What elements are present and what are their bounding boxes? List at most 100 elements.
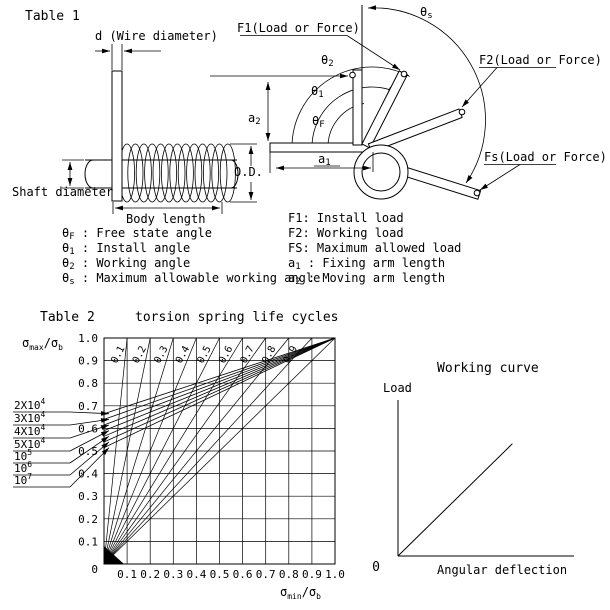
x-tick-label: 0.1 (117, 568, 137, 581)
cycle-count-label: 4X104 (14, 423, 46, 438)
x-tick-label: 0.3 (163, 568, 183, 581)
fs-leader (479, 164, 521, 191)
origin-wedge (104, 546, 124, 564)
a1-dimension (269, 152, 374, 173)
life-cycle-line (103, 337, 336, 420)
wire-diameter-dimension (95, 44, 161, 70)
ratio-line (103, 337, 290, 565)
legend-install-angle: θ1 : Install angle (62, 241, 190, 257)
y-tick-label: 0.1 (78, 535, 98, 548)
spring-coil (119, 143, 236, 203)
a1-label: a1 (318, 152, 331, 168)
thetaS-label: θs (420, 5, 433, 21)
table1-diagram: Table 1 d (Wire diameter) (12, 5, 607, 226)
ratio-line (103, 337, 128, 565)
x-tick-label: 0.9 (302, 568, 322, 581)
od-label: O.D. (234, 165, 263, 179)
legend-f1: F1: Install load (288, 211, 404, 225)
ratio-line (103, 337, 313, 565)
life-cycle-line (103, 337, 336, 443)
y-tick-label: 0.2 (78, 513, 98, 526)
life-cycle-line (103, 337, 336, 448)
life-cycle-line (103, 337, 336, 432)
x-tick-label: 0.5 (210, 568, 230, 581)
legend-working-angle: θ2 : Working angle (62, 256, 190, 272)
x-tick-label: 0.2 (140, 568, 160, 581)
y-tick-label: 0.3 (78, 490, 98, 503)
fs-label: Fs(Load or Force) (484, 150, 607, 164)
cycle-count-label: 5X104 (14, 436, 46, 451)
cycle-label-leader (69, 410, 110, 416)
thetaF-label: θF (312, 114, 325, 130)
working-curve-title: Working curve (437, 361, 539, 376)
ratio-line-label: 0.8 (260, 344, 278, 365)
cycle-count-label: 2X104 (14, 397, 46, 412)
life-cycle-chart: Table 2 torsion spring life cycles σmax/… (13, 310, 345, 601)
ratio-line (103, 337, 151, 565)
shaft-diameter-dimension (62, 159, 84, 189)
angle-arcs (291, 5, 486, 184)
ratio-line (103, 337, 220, 565)
diagonal-line (103, 337, 336, 565)
a2-dimension (210, 73, 348, 141)
x-axis-label: σmin/σb (280, 585, 321, 601)
od-dimension (230, 143, 257, 203)
cycle-count-label: 107 (14, 472, 32, 487)
cycle-label-leader (69, 447, 110, 488)
shaft (84, 159, 239, 189)
table1-title: Table 1 (25, 9, 80, 24)
cycle-count-label: 106 (14, 460, 32, 475)
legend-a2: a2 : Moving arm length (288, 271, 445, 287)
x-tick-label: 0.4 (186, 568, 206, 581)
y-tick-label: 0.6 (78, 422, 98, 435)
f2-attach-point (458, 108, 466, 116)
y-tick-label: 0.5 (78, 445, 98, 458)
ratio-line-label: 0.7 (239, 344, 257, 365)
y-tick-label: 0.8 (78, 377, 98, 390)
cycle-label-leader (69, 424, 110, 439)
x-tick-label: 0.6 (233, 568, 253, 581)
y-tick-label: 0.7 (78, 400, 98, 413)
theta2-label: θ2 (321, 53, 334, 69)
chart-title: torsion spring life cycles (135, 310, 339, 325)
x-tick-label: 0.7 (256, 568, 276, 581)
load-axis-label: Load (383, 381, 412, 395)
body-length-label: Body length (126, 212, 205, 226)
f2-label: F2(Load or Force) (479, 53, 602, 67)
life-cycle-line (103, 337, 336, 426)
working-curve-line-group (397, 443, 513, 557)
working-curve-line (397, 443, 513, 557)
spring-wire-leg (111, 70, 123, 202)
deflection-axis-label: Angular deflection (437, 563, 567, 577)
ratio-line-label: 0.2 (131, 344, 149, 365)
cycle-count-label: 105 (14, 448, 32, 463)
legend-max-angle: θs : Maximum allowable working angle (62, 271, 320, 287)
y-tick-label: 0.9 (78, 355, 98, 368)
body-length-dimension (112, 202, 223, 214)
ratio-line (103, 337, 197, 565)
chart-plot-area: 0.10.20.30.40.50.60.70.80.90.10.20.30.40… (13, 332, 345, 581)
life-cycle-line (103, 337, 336, 415)
x-tick-label: 1.0 (325, 568, 345, 581)
ratio-line (103, 337, 266, 565)
a2-attach-point (349, 71, 356, 79)
cycle-label-leader (69, 441, 110, 476)
theta1-label: θ1 (311, 84, 324, 100)
y-tick-label: 0.4 (78, 468, 98, 481)
origin-label: 0 (91, 563, 98, 576)
legend-f2: F2: Working load (288, 226, 404, 240)
life-cycle-line (103, 337, 336, 437)
a2-label: a2 (248, 111, 261, 127)
x-tick-label: 0.8 (279, 568, 299, 581)
legend-a1: a1 : Fixing arm length (288, 256, 445, 272)
cycle-label-leader (69, 430, 110, 452)
cycle-label-leader (69, 435, 110, 464)
y-axis-label: σmax/σb (22, 336, 63, 352)
fs-attach-point (473, 189, 481, 197)
cycle-count-label: 3X104 (14, 410, 46, 425)
wire-diameter-label: d (Wire diameter) (95, 29, 218, 43)
working-curve-origin: 0 (372, 560, 380, 575)
ratio-line (103, 337, 174, 565)
